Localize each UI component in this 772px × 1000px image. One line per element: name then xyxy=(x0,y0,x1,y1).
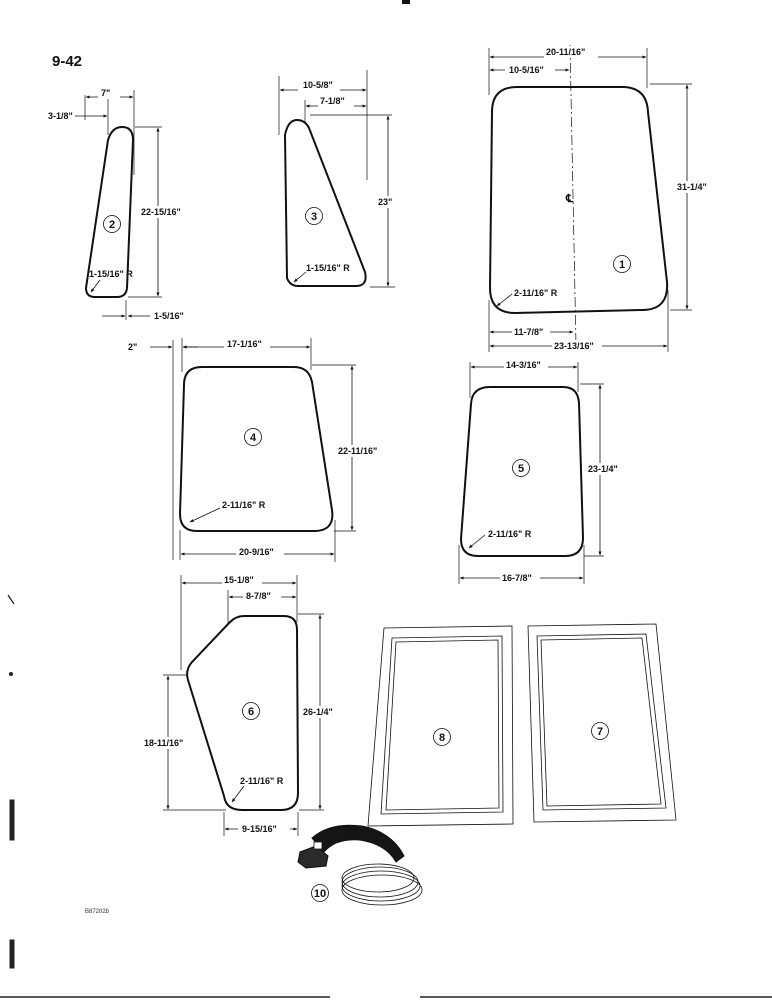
part-2-outline xyxy=(84,125,135,298)
part-5-extension-lines xyxy=(458,362,604,584)
part-4-extension-lines xyxy=(172,338,356,562)
part-1-top-width-label: 20-11/16" xyxy=(546,47,585,57)
part-1-radius-label: 2-11/16" R xyxy=(514,288,558,298)
part-3-top-part-label: 7-1/8" xyxy=(320,96,345,106)
part-4-radius-label: 2-11/16" R xyxy=(222,500,266,510)
part-1: ℄ 20-11/16" 10-5/16" 31-1/4" 2-11/16" R … xyxy=(488,44,714,352)
part-2: 7" 3-1/8" 22-15/16" 1-15/16" R 1-5/16" 2 xyxy=(48,88,192,321)
part-5-outline xyxy=(459,386,585,557)
drawing-reference-number: B87202b xyxy=(85,909,110,915)
part-5-callout-number: 5 xyxy=(518,463,524,475)
part-1-bottom-width-label: 23-13/16" xyxy=(554,341,594,351)
part-3-extension-lines xyxy=(278,70,395,288)
part-2-callout-circle xyxy=(103,215,121,233)
part-2-offset-label: 3-1/8" xyxy=(48,111,73,121)
part-6-callout-number: 6 xyxy=(248,706,254,718)
part-6-radius-label: 2-11/16" R xyxy=(240,776,284,786)
part-6-bottom-width-label: 9-15/16" xyxy=(242,824,277,834)
part-4-outline xyxy=(178,366,334,532)
part-6-top-part-label: 8-7/8" xyxy=(246,591,271,601)
part-8-inner-frame xyxy=(380,635,504,815)
part-3-height-label: 23" xyxy=(378,197,392,207)
part-2-extension-lines xyxy=(84,90,162,320)
part-10: 10 xyxy=(297,824,423,906)
part-10-seal-profile xyxy=(311,824,405,863)
part-5-top-width-label: 14-3/16" xyxy=(506,360,541,370)
part-8-callout-number: 8 xyxy=(439,732,445,744)
part-8-callout-circle xyxy=(433,728,451,746)
part-6-height-label: 26-1/4" xyxy=(303,707,333,717)
part-10-seal-clip xyxy=(313,841,323,850)
part-2-height-label: 22-15/16" xyxy=(141,207,181,217)
part-4-callout-circle xyxy=(244,428,262,446)
part-7-inner-frame xyxy=(536,633,667,811)
part-1-height-label: 31-1/4" xyxy=(677,182,707,192)
part-3-top-width-label: 10-5/8" xyxy=(303,80,333,90)
part-4-height-label: 22-11/16" xyxy=(338,446,377,456)
part-7-callout-circle xyxy=(591,722,609,740)
part-5-height-label: 23-1/4" xyxy=(588,464,618,474)
part-1-callout-circle xyxy=(613,255,631,273)
part-4-callout-number: 4 xyxy=(250,432,257,444)
part-1-top-half-label: 10-5/16" xyxy=(509,65,544,75)
part-8-inner-line xyxy=(385,639,500,811)
part-4-top-width-label: 17-1/16" xyxy=(227,339,262,349)
part-6-left-height-label: 18-11/16" xyxy=(144,738,183,748)
part-3-callout-number: 3 xyxy=(311,211,317,223)
part-7-outer-frame xyxy=(527,623,677,823)
part-5-callout-circle xyxy=(512,459,530,477)
part-10-callout-circle xyxy=(311,884,329,902)
part-8: 8 xyxy=(367,625,514,827)
part-10-callout-number: 10 xyxy=(314,888,326,900)
part-3-radius-label: 1-15/16" R xyxy=(306,263,350,273)
part-3-outline xyxy=(283,118,367,287)
part-6-callout-circle xyxy=(242,702,260,720)
part-1-center-line xyxy=(569,44,577,346)
part-4-bottom-width-label: 20-9/16" xyxy=(239,547,274,557)
part-6-outline xyxy=(186,615,300,811)
part-6-overall-width-label: 15-1/8" xyxy=(224,575,254,585)
part-7-inner-line xyxy=(540,637,662,807)
part-5-radius-label: 2-11/16" R xyxy=(488,529,532,539)
part-2-callout-number: 2 xyxy=(109,219,115,231)
part-1-center-mark: ℄ xyxy=(565,193,574,205)
part-4: 2" 17-1/16" 22-11/16" 2-11/16" R 20-9/16… xyxy=(128,338,388,562)
part-1-callout-number: 1 xyxy=(619,259,625,271)
part-10-coils xyxy=(341,863,423,906)
part-3-callout-circle xyxy=(305,207,323,225)
part-1-extension-lines xyxy=(488,48,692,352)
part-8-outer-frame xyxy=(367,625,514,827)
part-6-extension-lines xyxy=(163,575,324,836)
part-6: 15-1/8" 8-7/8" 26-1/4" 18-11/16" 2-11/16… xyxy=(140,574,342,836)
part-7: 7 xyxy=(527,623,677,823)
top-edge-mark xyxy=(402,0,410,4)
page-number: 9-42 xyxy=(52,53,82,70)
part-2-bottom-width-label: 1-5/16" xyxy=(154,311,184,321)
part-3: 10-5/8" 7-1/8" 23" 1-15/16" R 3 xyxy=(278,70,398,288)
part-5: 14-3/16" 23-1/4" 2-11/16" R 16-7/8" 5 xyxy=(458,359,624,584)
part-7-callout-number: 7 xyxy=(597,726,603,738)
part-1-bottom-half-label: 11-7/8" xyxy=(514,327,543,337)
part-2-radius-label: 1-15/16" R xyxy=(89,269,133,279)
part-1-outline xyxy=(488,86,669,315)
scan-margin-marks xyxy=(0,594,772,998)
part-2-top-width-label: 7" xyxy=(101,88,110,98)
part-4-offset-label: 2" xyxy=(128,342,137,352)
part-5-bottom-width-label: 16-7/8" xyxy=(502,573,532,583)
